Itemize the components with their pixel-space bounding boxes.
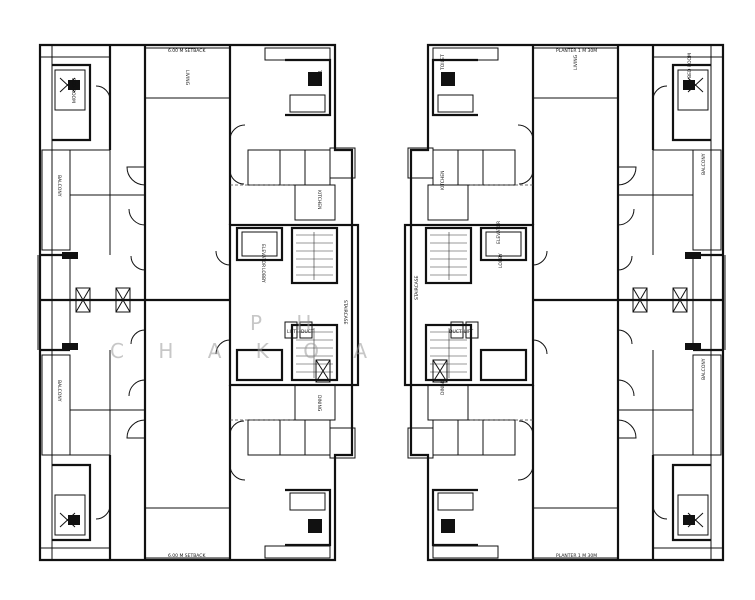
label-planter-top: PLANTER 1 M 30M	[556, 48, 597, 54]
label-setback-bottom: 6.00 M SETBACK	[168, 553, 206, 559]
label-duct-left: DUCT	[301, 329, 314, 335]
label-kitchen-right: KITCHEN	[440, 171, 446, 191]
label-staircase-right: STAIRCASE	[414, 275, 420, 300]
label-balcony-right-bottom: BALCONY	[701, 358, 707, 380]
label-toilet-left: TOILET	[316, 69, 322, 86]
label-lobby-right: LOBBY	[498, 253, 504, 268]
right-wing	[403, 43, 727, 562]
label-living-right: LIVING	[573, 54, 579, 70]
label-lobby-left: LOBBY	[260, 268, 266, 283]
label-living-left: LIVING	[184, 70, 190, 86]
watermark-line-1: P H	[250, 311, 325, 335]
watermark-line-2: C H A K O A	[110, 339, 381, 363]
label-lift-left: LIFT	[287, 329, 296, 335]
label-bedroom-right: BED ROOM	[687, 53, 693, 78]
label-dining-left: DINING	[316, 395, 322, 412]
label-balcony-left-bottom: BALCONY	[56, 380, 62, 402]
label-staircase-left: STAIRCASE	[342, 300, 348, 325]
label-elevator-left: ELEVATOR	[260, 244, 266, 267]
label-duct-right: DUCT	[449, 329, 462, 335]
label-elevator-right: ELEVATOR	[496, 221, 502, 244]
label-balcony-right-top: BALCONY	[701, 153, 707, 175]
label-planter-bottom: PLANTER 1 M 30M	[556, 553, 597, 559]
label-lift-right: LIFT	[464, 329, 473, 335]
label-bedroom-left: BED ROOM	[70, 78, 76, 103]
left-wing	[36, 43, 360, 562]
label-toilet-right: TOILET	[440, 54, 446, 71]
label-kitchen-left: KITCHEN	[316, 190, 322, 210]
label-dining-right: DINING	[440, 378, 446, 395]
label-setback-top: 6.00 M SETBACK	[168, 48, 206, 54]
label-balcony-left-top: BALCONY	[56, 175, 62, 197]
